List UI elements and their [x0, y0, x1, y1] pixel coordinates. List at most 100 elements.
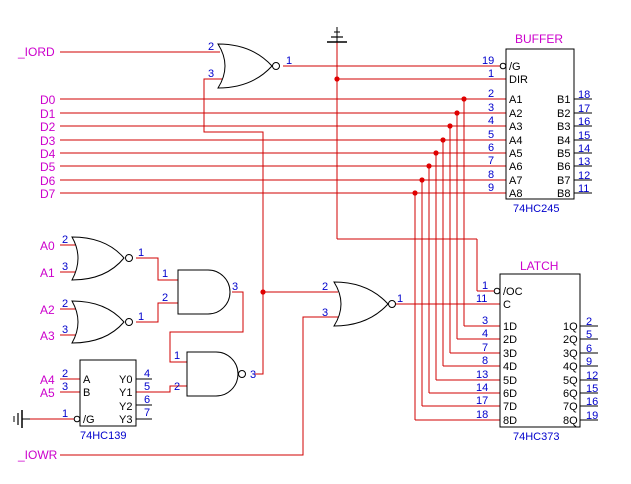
gate-pin-num: 1 — [397, 293, 403, 305]
signal-label-a3: A3 — [40, 329, 55, 343]
buffer-pin-num: 13 — [578, 156, 590, 168]
nor-gate-a23 — [71, 300, 133, 344]
latch-pin-num: 2 — [586, 316, 592, 328]
junction-dir — [334, 76, 340, 82]
latch-pin-label: 3D — [503, 348, 517, 360]
buffer-pin-num: 3 — [488, 102, 494, 114]
buffer-pin-label: /G — [509, 61, 521, 73]
signal-label-a1: A1 — [40, 266, 55, 280]
buffer-pin-num: 1 — [488, 68, 494, 80]
buffer-pin-num: 12 — [578, 170, 590, 182]
signal-label-a5: A5 — [40, 386, 55, 400]
wire-y1-to-nand — [136, 385, 187, 393]
decoder-pins: A B /G 2 3 1 Y0 Y1 Y2 Y3 4 5 6 7 — [62, 368, 150, 426]
buffer-right-nums: 18 17 16 15 14 13 12 11 — [578, 89, 590, 195]
gate-pin-num: 3 — [62, 324, 68, 336]
buffer-pin-label: A1 — [509, 94, 522, 106]
junction-d3 — [440, 137, 446, 143]
pin-bubble-g — [499, 62, 507, 70]
decoder-pin-num: 4 — [144, 368, 150, 380]
junction-d5 — [426, 163, 432, 169]
buffer-pin-num: 8 — [488, 169, 494, 181]
latch-left-nums: 1 11 3 4 7 8 13 14 17 18 — [476, 280, 488, 421]
decoder-chip — [79, 359, 137, 427]
latch-chip — [499, 273, 581, 428]
latch-pin-label: 5Q — [563, 375, 578, 387]
latch-pin-label: 1Q — [563, 321, 578, 333]
signal-label-a0: A0 — [40, 239, 55, 253]
junctions — [260, 76, 467, 295]
buffer-pin-num: 11 — [578, 183, 589, 195]
gate-pin-num: 2 — [322, 281, 328, 293]
latch-pin-num: 16 — [586, 396, 598, 408]
decoder-pin-num: 1 — [62, 408, 68, 420]
latch-right-nums: 2 5 6 9 12 15 16 19 — [586, 316, 598, 422]
latch-pin-num: 17 — [476, 395, 488, 407]
buffer-pin-label: A4 — [509, 135, 522, 147]
gate-pin-num: 1 — [138, 311, 144, 323]
latch-pin-label: 1D — [503, 321, 517, 333]
wire-iowr — [60, 316, 338, 456]
buffer-title: BUFFER — [515, 32, 563, 46]
junction-d2 — [447, 123, 453, 129]
gate-pin-num: 3 — [250, 369, 256, 381]
latch-pin-num: 3 — [482, 315, 488, 327]
latch-pin-label: 5D — [503, 375, 517, 387]
buffer-pin-label: A7 — [509, 175, 522, 187]
buffer-pin-label: B3 — [557, 121, 570, 133]
decoder-pin-label: Y0 — [119, 374, 132, 386]
buffer-pin-label: B6 — [557, 161, 570, 173]
latch-pin-num: 8 — [482, 355, 488, 367]
gate-pin-num: 3 — [232, 281, 238, 293]
buffer-pin-label: B1 — [557, 94, 570, 106]
signal-label-iord: _IORD — [17, 45, 55, 59]
gate-pin-num: 1 — [138, 247, 144, 259]
gate-pin-num: 1 — [174, 350, 180, 362]
buffer-pin-num: 19 — [482, 55, 494, 67]
latch-pin-label: 6Q — [563, 388, 578, 400]
decoder-pin-label: A — [83, 374, 91, 386]
junction-d4 — [433, 150, 439, 156]
nand-gate — [186, 351, 246, 397]
buffer-part: 74HC245 — [513, 203, 559, 215]
buffer-pin-num: 2 — [488, 88, 494, 100]
latch-pin-num: 11 — [476, 293, 487, 305]
latch-pin-num: 5 — [586, 329, 592, 341]
nor-gate-write — [333, 281, 396, 327]
decoder-pin-num: 3 — [62, 381, 68, 393]
decoder-pin-label: Y3 — [119, 414, 132, 426]
latch-pin-num: 9 — [586, 356, 592, 368]
pin-bubble-decoder-g — [73, 415, 81, 423]
wire-nor1-to-and — [136, 257, 178, 281]
ground-icon — [327, 27, 347, 43]
decoder-part: 74HC139 — [80, 430, 126, 442]
buffer-pin-num: 6 — [488, 142, 494, 154]
decoder-pin-label: Y1 — [119, 387, 132, 399]
latch-pin-label: 8Q — [563, 415, 578, 427]
buffer-pin-num: 7 — [488, 155, 494, 167]
signal-label-a4: A4 — [40, 373, 55, 387]
gate-pin-num: 3 — [322, 307, 328, 319]
signal-label-d7: D7 — [40, 187, 56, 201]
latch-pin-label: 4Q — [563, 361, 578, 373]
latch-pin-label: 8D — [503, 415, 517, 427]
buffer-pin-num: 14 — [578, 143, 590, 155]
latch-pin-label: C — [503, 299, 511, 311]
buffer-pin-num: 5 — [488, 129, 494, 141]
buffer-pin-num: 15 — [578, 130, 590, 142]
gate-pin-num: 2 — [62, 234, 68, 246]
signal-label-d4: D4 — [40, 147, 56, 161]
gate-pin-num: 2 — [174, 381, 180, 393]
latch-pin-label: 3Q — [563, 348, 578, 360]
buffer-pin-num: 18 — [578, 89, 590, 101]
gate-pin-num: 3 — [62, 261, 68, 273]
gate-pin-num: 2 — [162, 292, 168, 304]
buffer-pin-label: B8 — [557, 188, 570, 200]
decoder-pin-label: B — [83, 387, 90, 399]
buffer-left-pins: /G DIR A1 A2 A3 A4 A5 A6 A7 A8 — [509, 61, 528, 200]
signal-label-d0: D0 — [40, 93, 56, 107]
wire-nor2-to-and — [136, 302, 178, 323]
latch-pin-label: 7D — [503, 401, 517, 413]
